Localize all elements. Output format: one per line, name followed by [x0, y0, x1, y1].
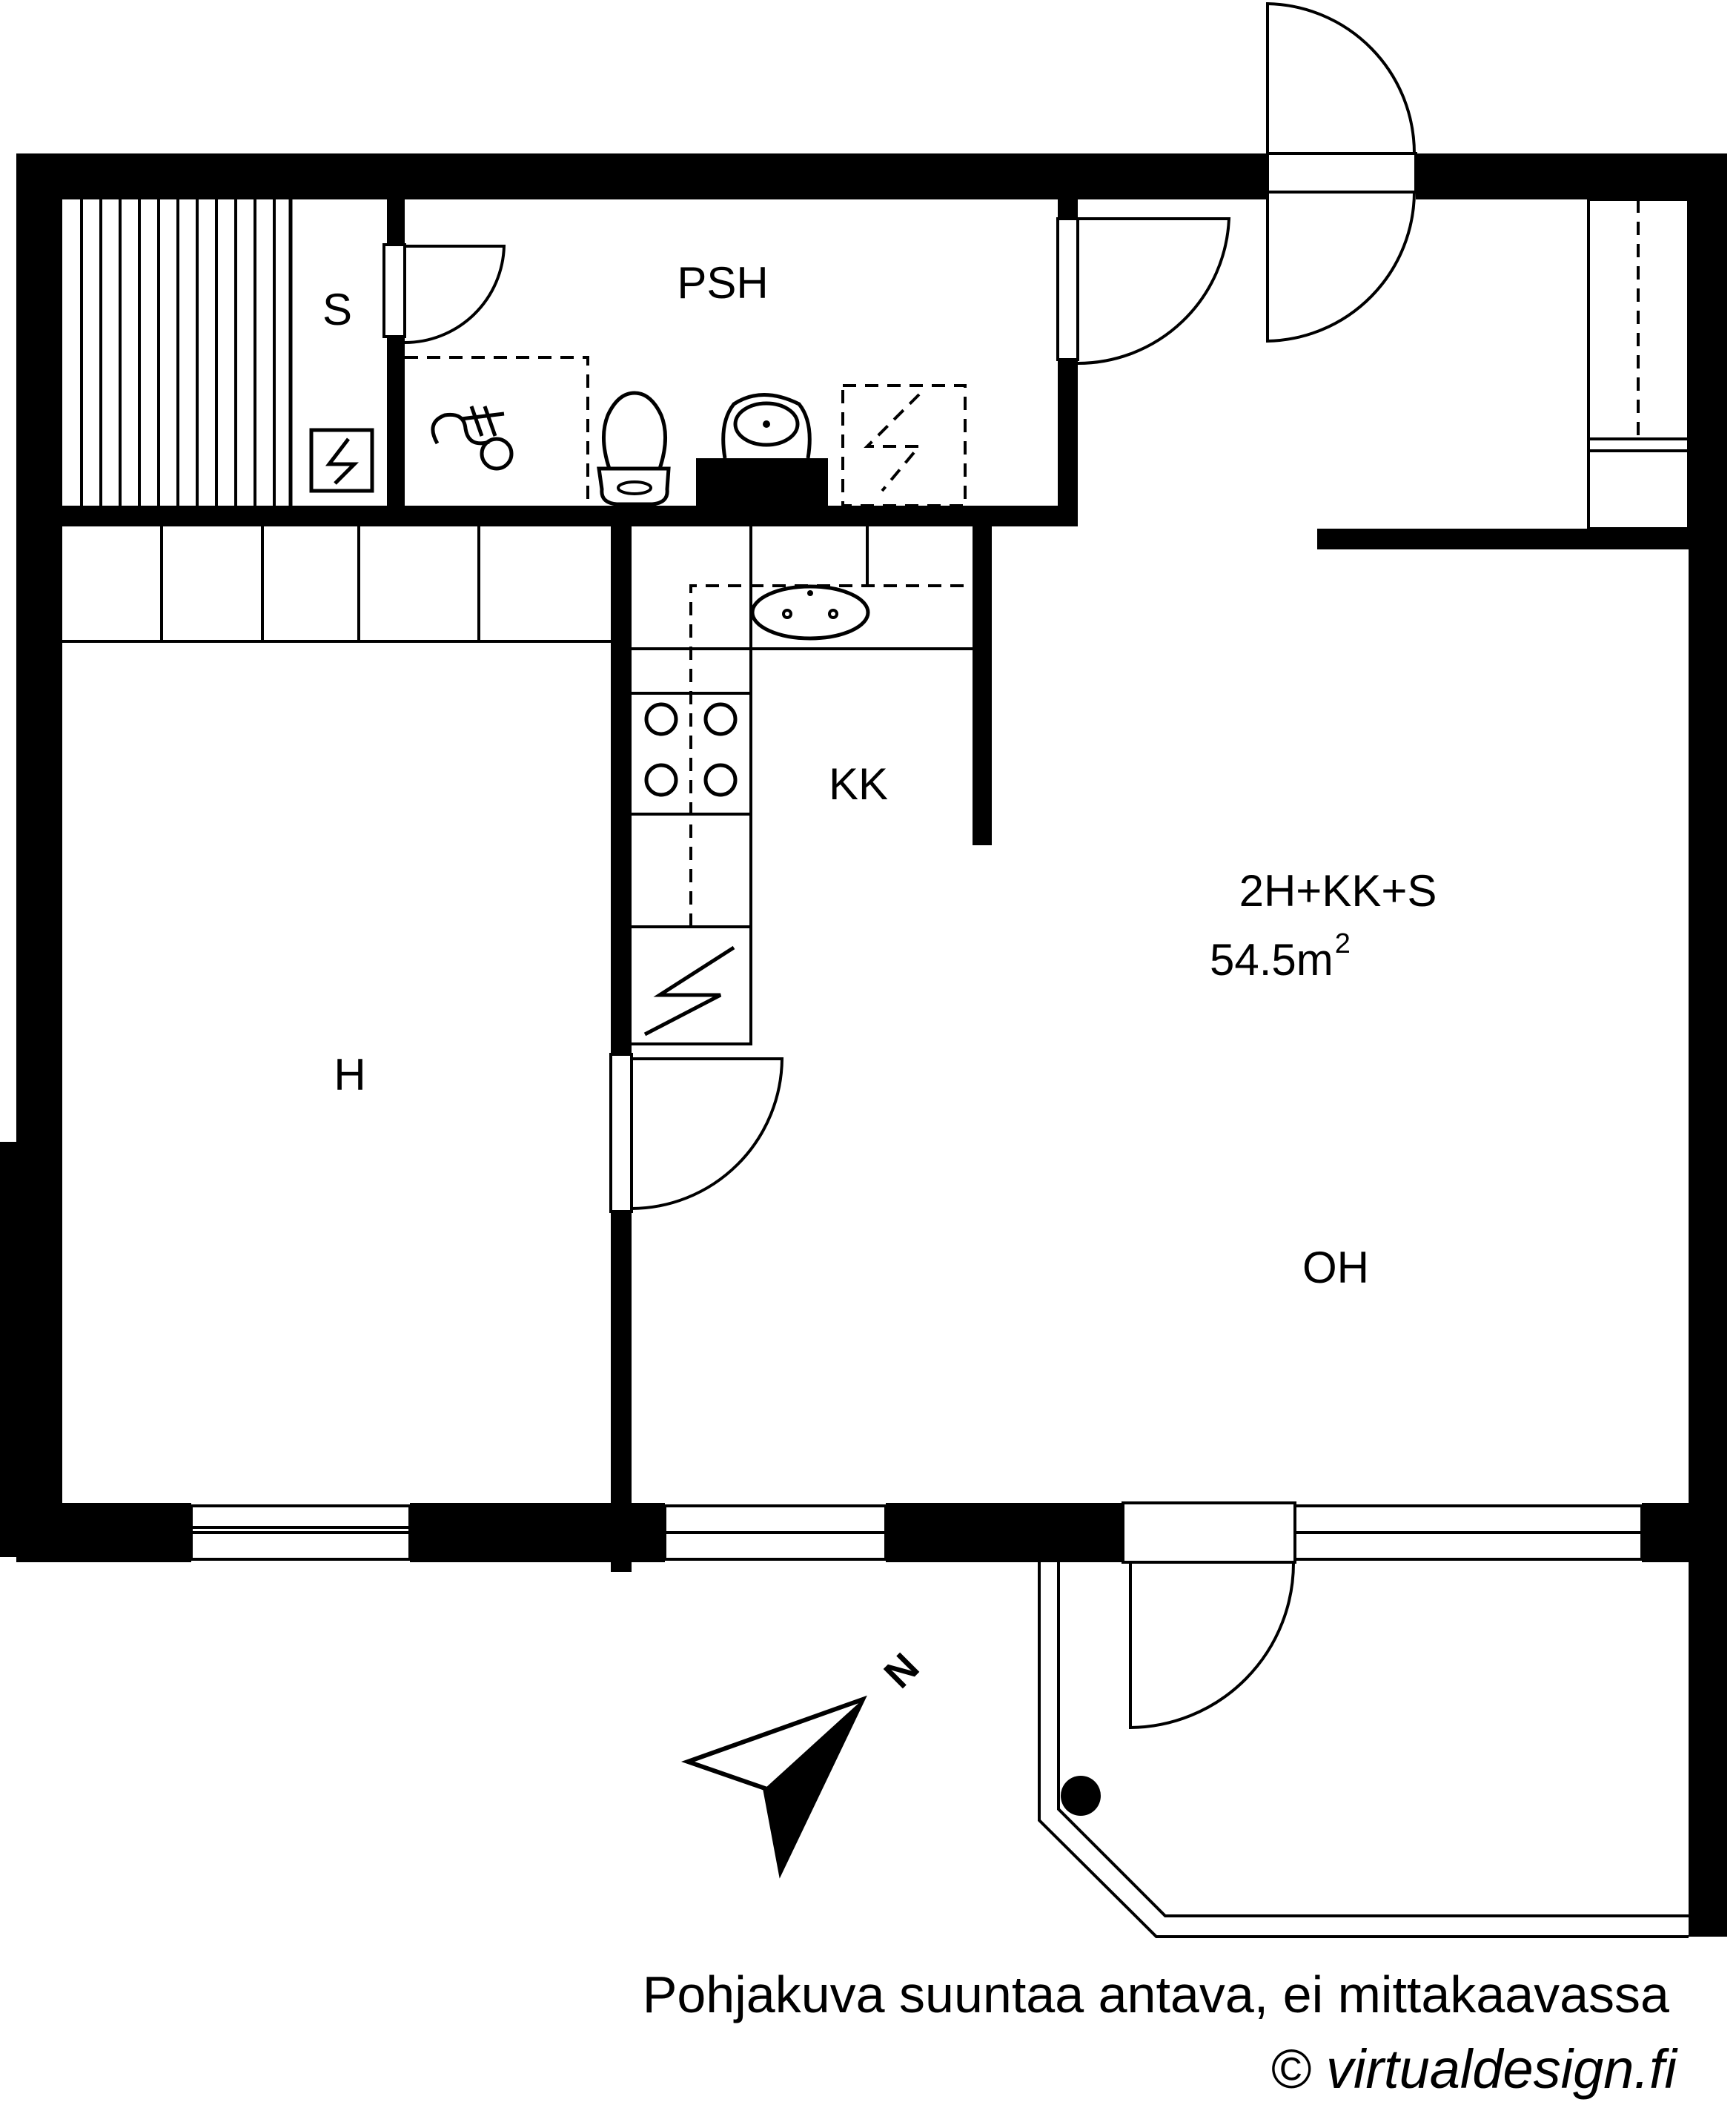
room-label-bedroom: H: [334, 1050, 365, 1100]
kitchen-counter: [632, 526, 973, 1045]
stove-icon: [644, 702, 738, 797]
sauna-door: [382, 243, 506, 344]
balcony: [1038, 1501, 1689, 1938]
balcony-post: [1061, 1776, 1101, 1816]
bedroom-door: [609, 1053, 784, 1213]
fridge-icon: [643, 945, 735, 1037]
entrance-door: [1266, 1, 1417, 343]
windows: [190, 1504, 1643, 1561]
storage-cabinets: [62, 526, 611, 643]
room-label-living: OH: [1302, 1243, 1369, 1292]
washbasin-icon: [721, 393, 812, 459]
north-arrow-icon: N: [680, 1645, 927, 1879]
window-bedroom: [190, 1504, 411, 1561]
north-label: N: [875, 1645, 927, 1696]
window-living-left: [663, 1504, 887, 1561]
washing-machine-space: [841, 384, 967, 507]
shower-head-icon: [431, 406, 514, 471]
psh-door: [1056, 217, 1231, 366]
kitchen-sink-icon: [750, 584, 870, 641]
area-superscript: 2: [1335, 928, 1351, 959]
window-living-right: [1293, 1504, 1643, 1561]
walls: [0, 153, 1727, 1937]
area-number: 54.5m: [1210, 935, 1334, 985]
sauna-stove-icon: [309, 428, 374, 493]
wardrobe: [1587, 198, 1690, 530]
copyright-credit: © virtualdesign.fi: [1270, 2038, 1679, 2100]
room-label-sauna: S: [322, 285, 352, 334]
apartment-type-label: 2H+KK+S: [1239, 866, 1437, 916]
shower-area: [405, 356, 589, 506]
toilet-icon: [597, 391, 671, 506]
disclaimer-caption: Pohjakuva suuntaa antava, ei mittakaavas…: [643, 1966, 1669, 2023]
apartment-area-value: 54.5m2: [1210, 928, 1351, 985]
room-label-kitchen: KK: [829, 759, 888, 809]
sauna-benches: [80, 199, 293, 506]
room-label-psh: PSH: [677, 258, 768, 308]
